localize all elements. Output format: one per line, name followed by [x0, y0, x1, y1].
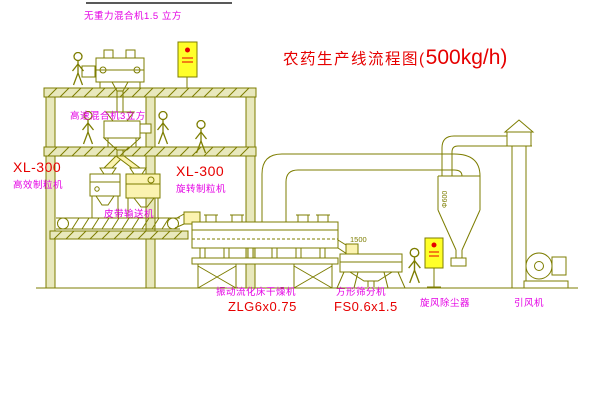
label-fan: 引风机 [514, 298, 545, 309]
square-sieve [336, 243, 406, 289]
title-text: 农药生产线流程图( [283, 51, 426, 68]
rain-cap [503, 119, 535, 133]
exhaust-duct [261, 153, 481, 222]
sieve-inlet [345, 243, 359, 255]
label-belt-conveyor: 皮带输送机 [104, 209, 155, 220]
label-granulator-right-name: 旋转制粒机 [176, 184, 227, 195]
control-panel-upper [177, 41, 198, 89]
high-speed-mixer [102, 111, 152, 151]
mixer-motor [81, 65, 96, 78]
granulator-right [125, 167, 161, 218]
label-granulator-right-model: XL-300 [176, 163, 225, 179]
mixer-motor [139, 123, 152, 134]
label-granulator-left-name: 高效制粒机 [13, 180, 64, 191]
indicator-dot [185, 47, 190, 53]
control-panel-lower [424, 237, 444, 288]
fluid-bed-dryer [174, 211, 355, 289]
conveyor-pulley [167, 217, 179, 230]
indicator-dot [431, 242, 437, 248]
person-figure [407, 247, 422, 284]
label-high-speed-mixer: 高速混合机3立方 [70, 111, 146, 122]
label-sieve: 方形筛分机 [336, 287, 387, 298]
person-figure [71, 52, 85, 86]
fan-volute [525, 252, 553, 280]
cyclone-diameter-label: Φ600 [442, 191, 449, 208]
cyclone-separator: Φ600 [437, 175, 481, 267]
cyclone-discharge-valve [450, 257, 467, 267]
label-cyclone: 旋风除尘器 [420, 298, 471, 309]
belt-conveyor [56, 217, 180, 230]
title-capacity: 500kg/h) [425, 46, 508, 69]
outlet-duct [441, 135, 512, 176]
drawing-title: 农药生产线流程图(500kg/h) [283, 46, 507, 70]
conveyor-pulley [57, 217, 69, 230]
fan-base [523, 280, 569, 289]
fan-motor [551, 256, 567, 276]
label-dryer: 振动流化床干燥机 [216, 287, 297, 298]
label-sieve-model: FS0.6x1.5 [334, 299, 398, 314]
dimension-1500: 1500 [350, 235, 367, 244]
label-granulator-left-model: XL-300 [13, 159, 62, 175]
induced-draft-fan [523, 252, 569, 289]
exhaust-stack [503, 119, 535, 288]
label-dryer-model: ZLG6x0.75 [228, 299, 297, 314]
granulator-left [89, 167, 121, 218]
person-figure [156, 111, 170, 145]
gravity-mixer [81, 49, 145, 112]
label-gravity-mixer: 无重力混合机1.5 立方 [84, 11, 182, 22]
